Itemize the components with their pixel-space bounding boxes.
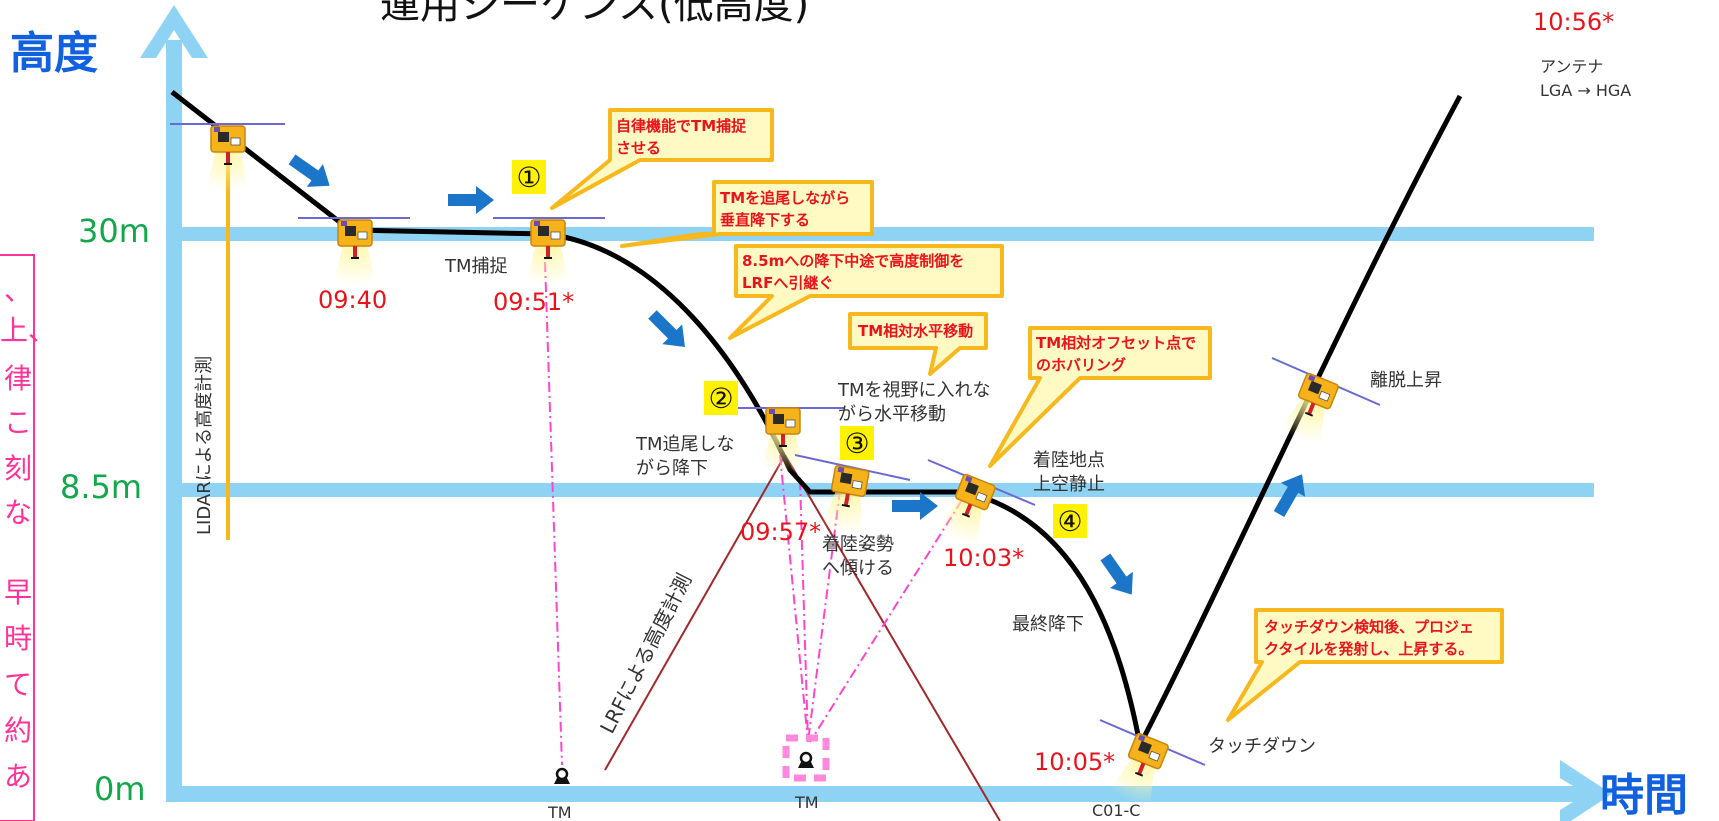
svg-text:タッチダウン検知後、プロジェ: タッチダウン検知後、プロジェ: [1264, 618, 1474, 636]
x-axis: [166, 760, 1612, 821]
side-note-line: な: [4, 496, 32, 529]
svg-text:TM相対オフセット点で: TM相対オフセット点で: [1036, 334, 1196, 352]
tm-track-label: がら降下: [636, 458, 708, 479]
tm-view-label: TMを視野に入れな: [837, 380, 991, 401]
marker-3: ③: [840, 426, 874, 460]
flow-arrow-icon: [448, 186, 494, 214]
svg-text:垂直降下する: 垂直降下する: [720, 211, 810, 229]
tick-8-5m: 8.5m: [60, 468, 142, 506]
svg-text:③: ③: [844, 427, 869, 460]
target-marker-icon: [552, 767, 572, 786]
target-marker-icon: [782, 734, 830, 782]
antenna-label: アンテナ: [1540, 57, 1603, 76]
svg-text:クタイルを発射し、上昇する。: クタイルを発射し、上昇する。: [1264, 640, 1473, 658]
final-descent-label: 最終降下: [1012, 614, 1084, 635]
tick-0m: 0m: [94, 770, 146, 808]
svg-text:TM相対水平移動: TM相対水平移動: [858, 322, 973, 340]
svg-text:TMを追尾しながら: TMを追尾しながら: [720, 189, 850, 207]
lrf-label: LRFによる高度計測: [595, 570, 696, 738]
tm-track-label: TM追尾しな: [635, 434, 735, 455]
side-note-line: 上、: [0, 314, 56, 347]
lrf-beams: [604, 454, 1001, 821]
page-title: 運用シーケンス(低高度): [380, 0, 809, 28]
time-label: 09:57*: [740, 518, 821, 546]
spacecraft-icon: [170, 123, 285, 193]
side-note-line: 、: [4, 274, 32, 307]
svg-text:①: ①: [516, 161, 541, 194]
time-label: 10:56*: [1533, 8, 1614, 36]
callout-2: TMを追尾しながら 垂直降下する: [620, 180, 874, 248]
hover-label: 上空静止: [1033, 474, 1105, 495]
svg-text:のホバリング: のホバリング: [1036, 356, 1126, 374]
y-axis-label: 高度: [10, 28, 98, 79]
flow-arrow-icon: [283, 147, 338, 198]
band-30m: [168, 227, 1594, 241]
svg-text:LRFへ引継ぐ: LRFへ引継ぐ: [742, 274, 833, 292]
tilt-label: 着陸姿勢: [822, 534, 894, 555]
hover-label: 着陸地点: [1033, 450, 1105, 471]
tm-label: TM: [794, 793, 819, 812]
callout-4: TM相対水平移動: [848, 312, 988, 376]
x-axis-arrowhead: [1560, 760, 1612, 821]
spacecraft-icon: [730, 407, 845, 475]
tm-capture-label: TM捕捉: [444, 256, 508, 277]
callout-6: タッチダウン検知後、プロジェ クタイルを発射し、上昇する。: [1226, 608, 1504, 722]
ascent-label: 離脱上昇: [1370, 370, 1442, 391]
side-note-line: こ: [4, 406, 32, 439]
c01-label: C01-C: [1092, 801, 1140, 820]
antenna-label: LGA → HGA: [1540, 81, 1631, 100]
flow-arrow-icon: [1093, 548, 1144, 603]
callout-1: 自律機能でTM捕捉 させる: [550, 108, 774, 210]
spacecraft-icon: [927, 459, 1036, 551]
time-label: 10:03*: [943, 544, 1024, 572]
y-axis-arrowhead: [140, 5, 208, 58]
side-note-line: 刻: [4, 452, 32, 485]
touchdown-label: タッチダウン: [1208, 736, 1316, 757]
svg-text:させる: させる: [616, 139, 661, 157]
spacecraft-icon: [794, 454, 911, 539]
tm-label: TM: [547, 803, 572, 821]
side-note: 、 上、 律 こ 刻 な 早 時 て 約 あ: [0, 254, 56, 821]
time-label: 10:05*: [1034, 748, 1115, 776]
svg-text:8.5mへの降下中途で高度制御を: 8.5mへの降下中途で高度制御を: [742, 252, 964, 270]
side-note-line: 時: [4, 622, 32, 655]
side-note-line: て: [4, 668, 32, 701]
marker-1: ①: [512, 160, 546, 194]
side-note-line: 早: [4, 576, 32, 609]
svg-text:自律機能でTM捕捉: 自律機能でTM捕捉: [616, 117, 747, 135]
side-note-line: あ: [4, 760, 32, 793]
spacecraft-icon: [1271, 357, 1381, 450]
lidar-label: LIDARによる高度計測: [194, 356, 215, 535]
callout-3: 8.5mへの降下中途で高度制御を LRFへ引継ぐ: [728, 244, 1004, 340]
tick-30m: 30m: [78, 212, 150, 250]
y-axis: [140, 5, 208, 800]
time-label: 09:40: [318, 286, 387, 314]
spacecraft-icon: [493, 217, 605, 287]
svg-text:②: ②: [708, 382, 733, 415]
tm-view-label: がら水平移動: [838, 404, 946, 425]
tilt-label: へ傾ける: [822, 558, 894, 579]
side-note-line: 約: [4, 714, 32, 747]
svg-text:④: ④: [1057, 505, 1082, 538]
side-note-line: 律: [4, 362, 32, 395]
time-label: 09:51*: [493, 288, 574, 316]
marker-2: ②: [704, 381, 738, 415]
spacecraft-icon: [298, 217, 410, 287]
callout-5: TM相対オフセット点で のホバリング: [988, 326, 1212, 468]
spacecraft-icon: [1099, 719, 1206, 810]
x-axis-label: 時間: [1600, 770, 1688, 821]
marker-4: ④: [1053, 504, 1087, 538]
